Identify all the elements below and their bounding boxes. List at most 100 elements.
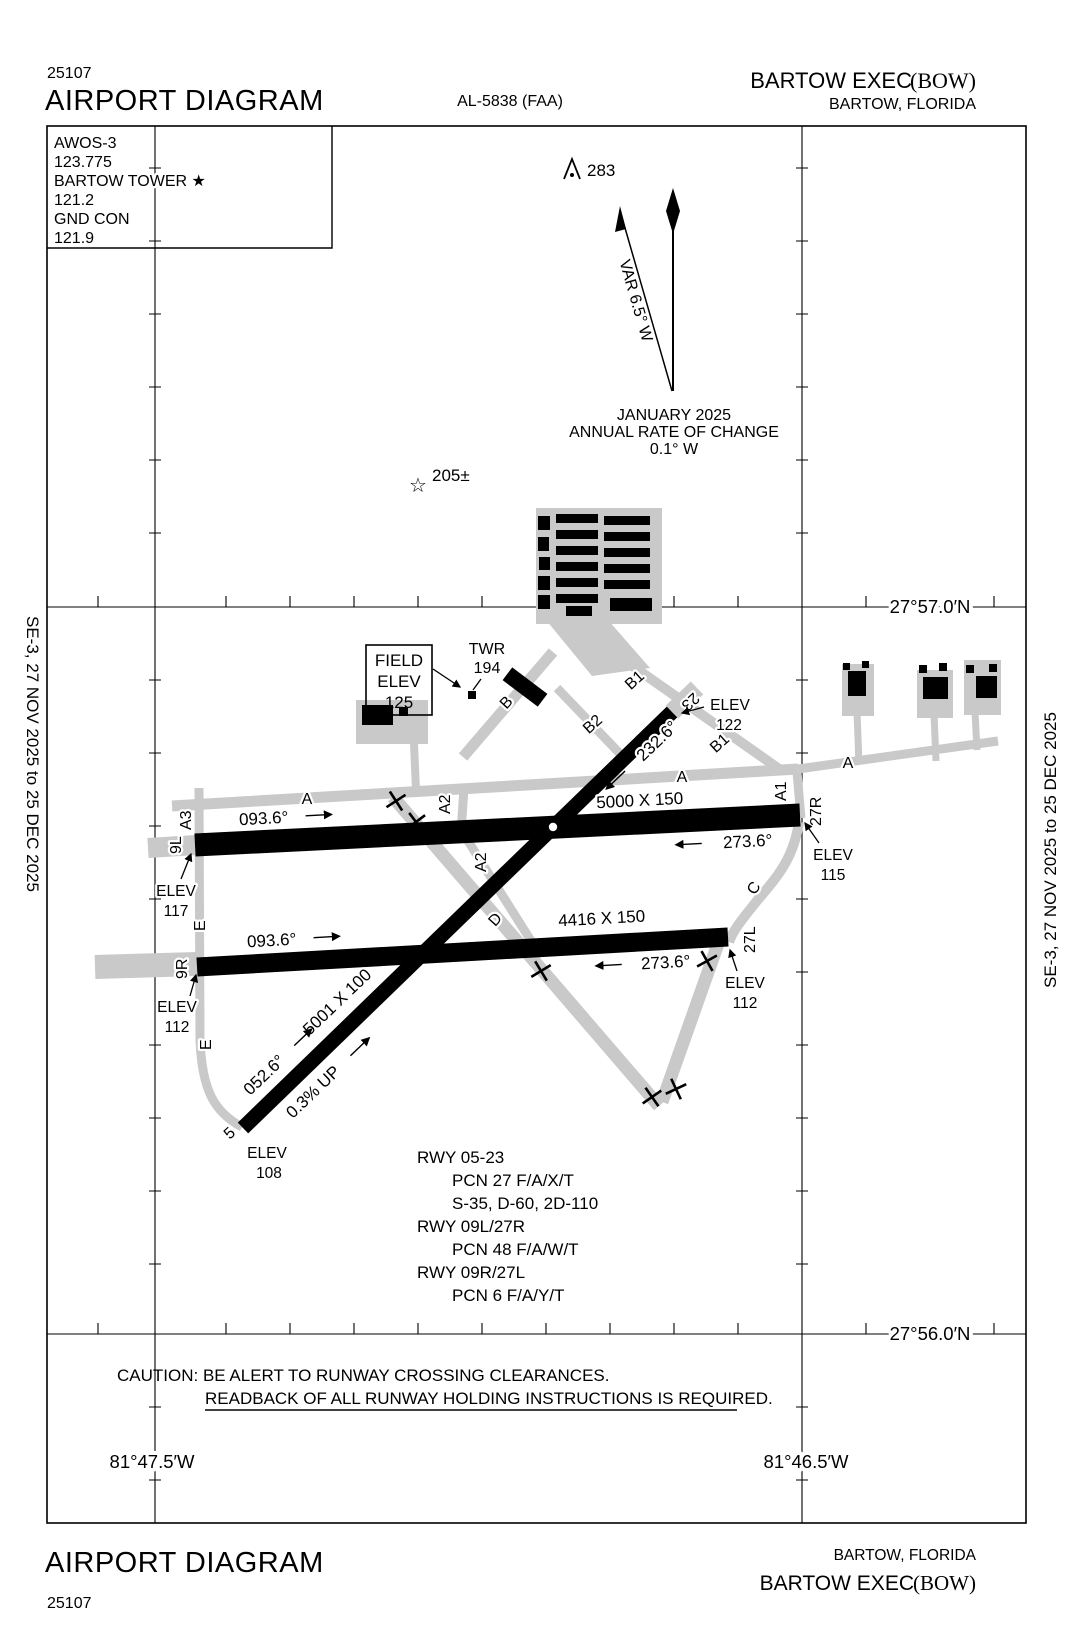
north-indicator: VAR 6.5° W JANUARY 2025 ANNUAL RATE OF C… (569, 188, 779, 458)
taxiway-a (171, 763, 799, 812)
obstacles: 283 ☆ 205± (409, 156, 615, 497)
svg-text:093.6°: 093.6° (247, 930, 297, 952)
annual-change-line2: ANNUAL RATE OF CHANGE (569, 424, 779, 441)
heading-09l: 093.6° (236, 805, 333, 832)
svg-text:108: 108 (256, 1165, 282, 1182)
elev-9l: ELEV 117 (154, 852, 199, 922)
taxiway-a1 (792, 771, 806, 819)
tower-frequency: 121.2 (54, 192, 94, 209)
taxiway-a-label-1: A (302, 791, 313, 808)
runway-data-block: RWY 05-23 PCN 27 F/A/X/T S-35, D-60, 2D-… (417, 1148, 598, 1305)
east-stub-3 (971, 711, 981, 751)
star-obstruction-icon: ☆ (409, 475, 427, 497)
field-elev-value: 125 (385, 693, 413, 712)
buildings (362, 514, 997, 725)
east-stub-1 (853, 711, 863, 765)
west-building-small (399, 707, 408, 716)
svg-text:ELEV: ELEV (247, 1145, 287, 1162)
awos-label: AWOS-3 (54, 135, 117, 152)
taxiway-e-north (194, 787, 205, 1043)
airport-name: BARTOW EXEC (750, 68, 912, 93)
runway-number-9l: 9L (168, 836, 185, 854)
footer-city: BARTOW, FLORIDA (834, 1547, 977, 1564)
runway-09r-27l (196, 927, 729, 977)
taxiway-9l-leadin (147, 835, 197, 858)
caution-line-2: READBACK OF ALL RUNWAY HOLDING INSTRUCTI… (205, 1389, 773, 1408)
data-block-line-5: PCN 48 F/A/W/T (452, 1240, 579, 1259)
runway-number-27l: 27L (742, 926, 759, 953)
svg-text:122: 122 (716, 717, 742, 734)
heading-27r: 273.6° (674, 828, 775, 855)
edition-note-right: SE-3, 27 NOV 2025 to 25 DEC 2025 (1041, 712, 1060, 988)
twr-leader-line (472, 678, 482, 691)
obstruction-elevation: 283 (587, 161, 615, 180)
taxiway-a-label-3: A (843, 755, 854, 772)
svg-text:117: 117 (164, 903, 189, 920)
edition-note-left: SE-3, 27 NOV 2025 to 25 DEC 2025 (23, 616, 42, 892)
variation-arrowhead-icon (615, 206, 626, 232)
footer-airport-code: (BOW) (913, 1571, 976, 1595)
svg-text:ELEV: ELEV (157, 999, 197, 1016)
elev-23: ELEV 122 (680, 695, 753, 736)
runway-09l-dimensions: 5000 X 150 (596, 789, 684, 813)
svg-text:ELEV: ELEV (813, 847, 853, 864)
star-obstruction-elevation: 205± (432, 466, 470, 485)
control-tower-building (468, 691, 476, 699)
elev-27r: ELEV 115 (804, 821, 856, 886)
taxiway-a-label-2: A (677, 769, 688, 786)
svg-text:273.6°: 273.6° (641, 952, 691, 974)
hangar-rows (538, 514, 652, 616)
taxiway-e-label-1: E (192, 920, 209, 931)
twr-elevation: 194 (474, 660, 501, 677)
taxiway-e-curve (195, 1039, 245, 1131)
data-block-line-2: PCN 27 F/A/X/T (452, 1171, 574, 1190)
taxiway-b (458, 648, 558, 761)
meridian-left-ticks (149, 167, 161, 1481)
svg-text:273.6°: 273.6° (723, 831, 773, 853)
taxiway-b2 (553, 684, 630, 764)
magnetic-variation-arrow (620, 213, 673, 392)
east-stub-2 (930, 713, 940, 762)
field-elev-line1: FIELD (375, 651, 423, 670)
svg-text:093.6°: 093.6° (239, 808, 289, 830)
taxiway-9r-leadin (94, 952, 198, 979)
taxiway-a3-label: A3 (178, 810, 195, 830)
svg-text:112: 112 (165, 1019, 190, 1036)
caution-note: CAUTION: BE ALERT TO RUNWAY CROSSING CLE… (117, 1366, 773, 1411)
runway23-overrun (665, 681, 704, 719)
lat-label-bottom: 27°56.0′N (890, 1323, 971, 1344)
taxiway-a-east (797, 736, 999, 774)
runway-number-9r: 9R (174, 959, 191, 979)
twr-label: TWR (469, 641, 505, 658)
data-block-line-6: RWY 09R/27L (417, 1263, 525, 1282)
taxiway-a2-label-2: A2 (473, 852, 490, 872)
svg-text:ELEV: ELEV (710, 697, 750, 714)
map-border (46, 125, 1027, 1524)
awos-frequency: 123.775 (54, 154, 112, 171)
data-block-line-1: RWY 05-23 (417, 1148, 504, 1167)
footer-title: AIRPORT DIAGRAM (45, 1547, 324, 1579)
hangar-diagonal (502, 667, 548, 707)
taxiway-c (724, 821, 804, 944)
elev-9r: ELEV 112 (155, 973, 200, 1038)
data-block-line-7: PCN 6 F/A/Y/T (452, 1286, 564, 1305)
comm-box-border (47, 126, 333, 249)
heading-09r: 093.6° (244, 927, 341, 954)
header: 25107 AIRPORT DIAGRAM AL-5838 (FAA) BART… (45, 65, 976, 117)
heading-27l: 273.6° (594, 949, 693, 976)
field-elev-line2: ELEV (377, 672, 421, 691)
svg-text:115: 115 (821, 867, 846, 884)
parallel-bottom-ticks (97, 1323, 995, 1334)
field-elevation: FIELD ELEV 125 TWR 194 (365, 639, 507, 716)
runway-intersection-point (548, 822, 558, 832)
taxiway-a1-label: A1 (773, 781, 790, 801)
lon-label-left: 81°47.5′W (110, 1451, 195, 1472)
svg-text:ELEV: ELEV (725, 975, 765, 992)
apron-stem (546, 620, 650, 676)
footer: AIRPORT DIAGRAM 25107 BARTOW, FLORIDA BA… (45, 1547, 977, 1612)
chart-frame: 27°57.0′N 27°56.0′N 81°47.5′W 81°46.5′W (46, 125, 1027, 1524)
svg-text:ELEV: ELEV (156, 883, 196, 900)
lat-label-top: 27°57.0′N (890, 596, 971, 617)
